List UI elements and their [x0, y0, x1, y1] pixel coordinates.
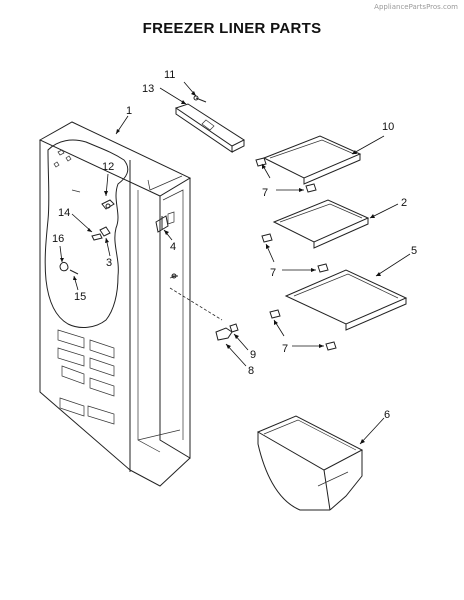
screw-assembly [169, 273, 239, 341]
callout-6: 6 [384, 409, 390, 421]
freezer-liner [38, 121, 192, 487]
freezer-bin [256, 415, 364, 511]
callout-7b: 7 [270, 267, 276, 279]
callout-1: 1 [126, 105, 132, 117]
callout-12: 12 [102, 161, 114, 173]
callout-7a: 7 [262, 187, 268, 199]
watermark: AppliancePartsPros.com [374, 3, 458, 11]
shelf-bracket [155, 215, 169, 233]
callout-14: 14 [58, 207, 70, 219]
shelf-10 [255, 135, 362, 193]
callout-3: 3 [106, 257, 112, 269]
callout-5: 5 [411, 245, 417, 257]
callout-4: 4 [170, 241, 176, 253]
callout-13: 13 [142, 83, 154, 95]
callout-16: 16 [52, 233, 64, 245]
callout-2: 2 [401, 197, 407, 209]
callout-11: 11 [164, 69, 175, 81]
hinge-hardware [59, 199, 115, 275]
shelf-5 [269, 269, 408, 351]
leader-lines [59, 81, 411, 445]
callout-8: 8 [248, 365, 254, 377]
crossmember [174, 95, 246, 153]
shelf-2 [261, 199, 370, 273]
callout-7c: 7 [282, 343, 288, 355]
callout-9: 9 [250, 349, 256, 361]
callout-10: 10 [382, 121, 394, 133]
callout-15: 15 [74, 291, 86, 303]
diagram-title: FREEZER LINER PARTS [142, 20, 322, 37]
